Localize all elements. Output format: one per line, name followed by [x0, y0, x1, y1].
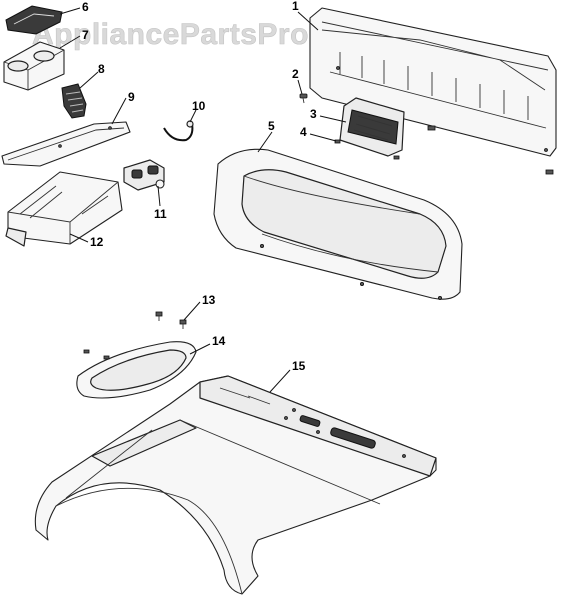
part-10-hose-clip [163, 120, 194, 142]
callout-10: 10 [192, 99, 206, 113]
callout-9: 9 [128, 90, 135, 104]
part-6-dispenser-cover [5, 5, 63, 35]
callout-labels: 1 2 3 4 5 6 7 8 9 10 11 12 13 14 15 [82, 0, 317, 373]
callout-15: 15 [292, 359, 306, 373]
callout-13: 13 [202, 293, 216, 307]
callout-6: 6 [82, 0, 89, 14]
part-8-siphon-insert [61, 83, 87, 119]
callout-11: 11 [154, 207, 167, 221]
callout-12: 12 [90, 235, 104, 249]
part-15-top-cover [34, 375, 437, 595]
callout-1: 1 [292, 0, 299, 13]
part-13-screws [155, 311, 187, 329]
part-9-mounting-bracket [1, 121, 131, 167]
callout-4: 4 [300, 125, 307, 139]
callout-7: 7 [82, 28, 89, 42]
part-2-screw [299, 93, 308, 104]
callout-14: 14 [212, 334, 226, 348]
part-1-backsplash-panel [309, 7, 557, 157]
callout-5: 5 [268, 119, 275, 133]
part-11-water-valve [123, 159, 165, 191]
part-4-screws [334, 125, 554, 175]
part-5-control-console [213, 148, 463, 300]
part-12-dispenser-housing [5, 171, 123, 247]
leader-lines [59, 7, 347, 393]
callout-2: 2 [292, 67, 299, 81]
callout-8: 8 [98, 62, 105, 76]
callout-3: 3 [310, 107, 317, 121]
part-14-lid-frame [76, 341, 197, 399]
part-7-dispenser-tray [3, 41, 65, 91]
